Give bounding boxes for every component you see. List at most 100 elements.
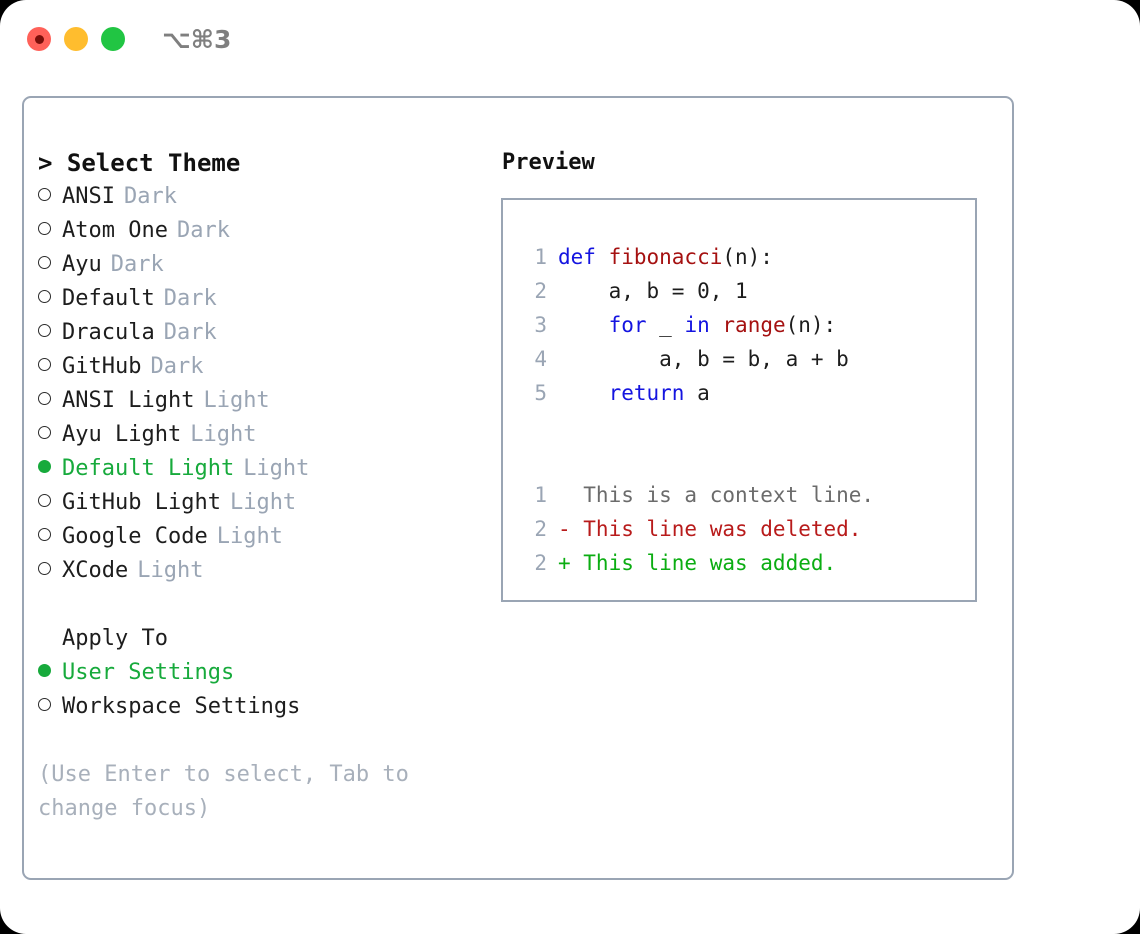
line-number: 1 [534,245,547,269]
title-bar: ⌥⌘3 [0,0,1140,78]
line-number: 4 [534,347,547,371]
code-line: 5 return a [519,376,975,410]
apply-to-workspace-settings[interactable]: Workspace Settings [38,690,468,724]
theme-option-tag: Light [229,490,297,515]
code-line: 2 a, b = 0, 1 [519,274,975,308]
radio-selected-icon [38,452,62,486]
code-token-keyword: in [684,313,710,337]
theme-option-ansi[interactable]: ANSI Dark [38,180,468,214]
code-token-plain: a, b = b, a + b [558,347,849,371]
code-token-plain: (n): [785,313,837,337]
theme-option-github[interactable]: GitHub Dark [38,350,468,384]
theme-option-label: Default [62,286,155,311]
radio-icon [38,520,62,554]
radio-icon [38,486,62,520]
theme-option-label: Dracula [62,320,155,345]
code-token-plain: (n): [722,245,773,269]
radio-icon [38,214,62,248]
code-sample: 1 def fibonacci(n): 2 a, b = 0, 1 3 for … [519,240,975,410]
code-token-keyword: def [558,245,609,269]
line-number: 5 [534,381,547,405]
code-token-plain [558,381,609,405]
code-content: def fibonacci(n): [558,240,773,274]
list-spacer [38,588,468,622]
diff-content: + This line was added. [558,551,837,575]
theme-option-default-light[interactable]: Default Light Light [38,452,468,486]
theme-option-dracula[interactable]: Dracula Dark [38,316,468,350]
preview-spacer [519,444,975,478]
theme-option-tag: Light [190,422,257,447]
radio-icon [38,316,62,350]
theme-option-label: Atom One [62,218,168,243]
line-number: 1 [534,483,547,507]
code-line: 1 def fibonacci(n): [519,240,975,274]
theme-option-list: ANSI Dark Atom One Dark Ayu Dark Default… [38,180,468,588]
code-content: return a [558,376,710,410]
window-controls [27,27,125,51]
preview-spacer [519,410,975,444]
theme-option-tag: Dark [110,252,164,277]
theme-option-label: Google Code [62,524,208,549]
theme-option-tag: Light [216,524,283,549]
preview-column: Preview 1 def fibonacci(n): 2 a, b = 0, … [501,146,1001,602]
code-token-keyword: for [608,313,647,337]
diff-content: This is a context line. [558,483,875,507]
code-token-plain: a [684,381,710,405]
minimize-window-button[interactable] [64,27,88,51]
apply-to-user-settings[interactable]: User Settings [38,656,468,690]
theme-option-ansi-light[interactable]: ANSI Light Light [38,384,468,418]
line-number: 3 [534,313,547,337]
theme-option-default[interactable]: Default Dark [38,282,468,316]
theme-option-google-code[interactable]: Google Code Light [38,520,468,554]
close-icon [34,34,44,44]
theme-option-label: Ayu Light [62,422,182,447]
radio-icon [38,690,62,724]
code-line: 3 for _ in range(n): [519,308,975,342]
theme-option-label: GitHub Light [62,490,221,515]
diff-content: - This line was deleted. [558,517,862,541]
maximize-window-button[interactable] [101,27,125,51]
theme-option-label: Default Light [62,456,235,481]
theme-option-label: ANSI [62,184,115,209]
code-token-plain: _ [646,313,685,337]
theme-option-ayu-light[interactable]: Ayu Light Light [38,418,468,452]
code-content: for _ in range(n): [558,308,837,342]
theme-option-xcode[interactable]: XCode Light [38,554,468,588]
code-line: 4 a, b = b, a + b [519,342,975,376]
radio-icon [38,384,62,418]
close-window-button[interactable] [27,27,51,51]
radio-icon [38,248,62,282]
radio-icon [38,554,62,588]
theme-option-ayu[interactable]: Ayu Dark [38,248,468,282]
code-content: a, b = 0, 1 [558,274,748,308]
theme-option-tag: Light [243,456,310,481]
radio-icon [38,350,62,384]
theme-option-tag: Light [203,388,270,413]
theme-option-tag: Light [137,558,204,583]
keyboard-hint-text: (Use Enter to select, Tab to change focu… [38,762,423,821]
keyboard-shortcut-label: ⌥⌘3 [162,24,232,54]
diff-line-context: 1 This is a context line. [519,478,975,512]
theme-option-atom-one[interactable]: Atom One Dark [38,214,468,248]
theme-option-label: ANSI Light [62,388,195,413]
code-token-plain: a, b = 0, 1 [558,279,748,303]
diff-sample: 1 This is a context line. 2 - This line … [519,478,975,580]
line-number: 2 [534,517,547,541]
theme-picker-column: > Select Theme ANSI Dark Atom One Dark A… [38,146,468,826]
theme-option-github-light[interactable]: GitHub Light Light [38,486,468,520]
theme-option-tag: Dark [163,286,217,311]
code-token-function: range [722,313,786,337]
code-token-plain [558,313,609,337]
theme-option-tag: Dark [163,320,217,345]
radio-icon [38,282,62,316]
apply-to-option-list: User Settings Workspace Settings [38,656,468,724]
radio-icon [38,180,62,214]
radio-selected-icon [38,656,62,690]
theme-option-tag: Dark [123,184,177,209]
code-token-plain [710,313,723,337]
apply-to-label: User Settings [62,660,235,685]
select-theme-heading: > Select Theme [38,149,241,177]
main-panel: > Select Theme ANSI Dark Atom One Dark A… [22,96,1014,880]
theme-option-tag: Dark [176,218,230,243]
line-number: 2 [534,279,547,303]
